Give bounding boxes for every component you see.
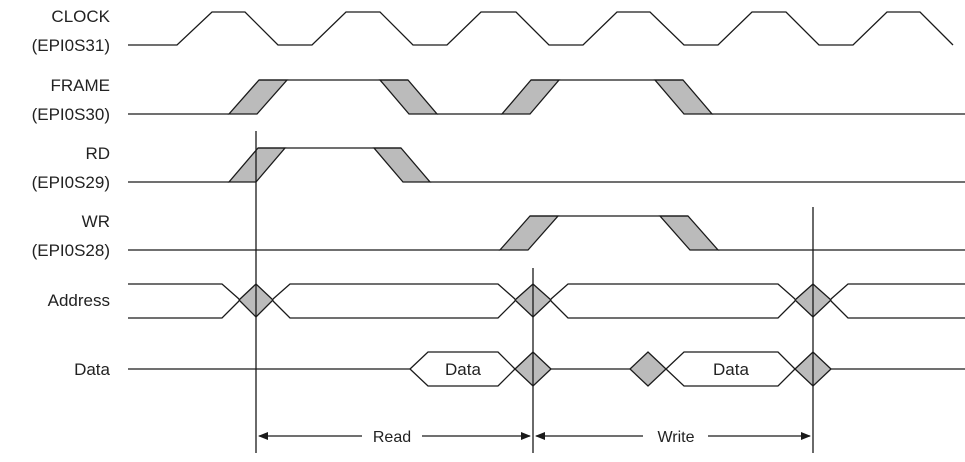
data-label: Data <box>74 360 110 379</box>
frame-fall-2 <box>653 79 714 115</box>
rd-pin-label: (EPI0S29) <box>32 173 110 192</box>
clock-waveform <box>128 11 954 46</box>
wr-pin-label: (EPI0S28) <box>32 241 110 260</box>
rd-name-label: RD <box>85 144 110 163</box>
data-transition-2 <box>629 351 667 387</box>
clock-name-label: CLOCK <box>51 7 110 26</box>
frame-fall-1 <box>378 79 439 115</box>
read-period-label: Read <box>373 429 411 446</box>
wr-fall <box>658 215 720 251</box>
address-bus <box>128 283 965 319</box>
write-data-label: Data <box>713 360 749 379</box>
wr-rise <box>498 215 560 251</box>
wr-name-label: WR <box>82 212 110 231</box>
rd-rise <box>227 147 287 183</box>
clock-pin-label: (EPI0S31) <box>32 36 110 55</box>
frame-rise-1 <box>227 79 289 115</box>
data-bus <box>128 351 965 387</box>
read-data-label: Data <box>445 360 481 379</box>
rd-fall <box>372 147 432 183</box>
write-period-label: Write <box>657 429 694 446</box>
frame-name-label: FRAME <box>51 76 111 95</box>
frame-rise-2 <box>500 79 561 115</box>
address-label: Address <box>48 291 110 310</box>
frame-pin-label: (EPI0S30) <box>32 105 110 124</box>
